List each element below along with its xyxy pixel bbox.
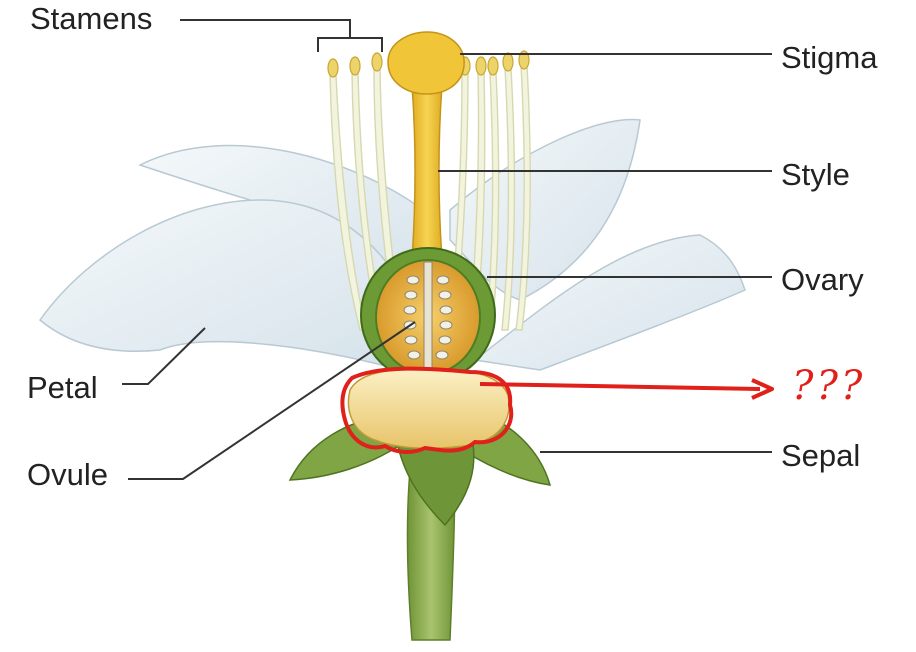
label-ovary: Ovary	[781, 262, 864, 297]
stigma	[387, 31, 465, 95]
label-petal: Petal	[27, 370, 98, 405]
petal-front-right	[473, 234, 746, 371]
style	[411, 84, 443, 261]
leader-lines	[122, 19, 772, 480]
anthers	[327, 50, 530, 78]
stamens	[329, 64, 531, 331]
sepal-center	[394, 429, 475, 527]
leader-petal	[122, 327, 206, 385]
leader-ovule	[128, 321, 416, 480]
label-style: Style	[781, 157, 850, 192]
label-stigma: Stigma	[781, 40, 878, 75]
annotation-arrow-head	[751, 378, 774, 400]
label-ovule: Ovule	[27, 457, 108, 492]
annotation-question-marks: ???	[792, 363, 866, 409]
leader-stamens	[180, 19, 383, 52]
petal-front-left	[38, 199, 411, 371]
label-stamens: Stamens	[30, 1, 153, 36]
receptacle	[347, 368, 510, 450]
label-sepal: Sepal	[781, 438, 861, 473]
annotation-arrow-line	[479, 382, 761, 391]
annotation-circle	[340, 366, 514, 455]
